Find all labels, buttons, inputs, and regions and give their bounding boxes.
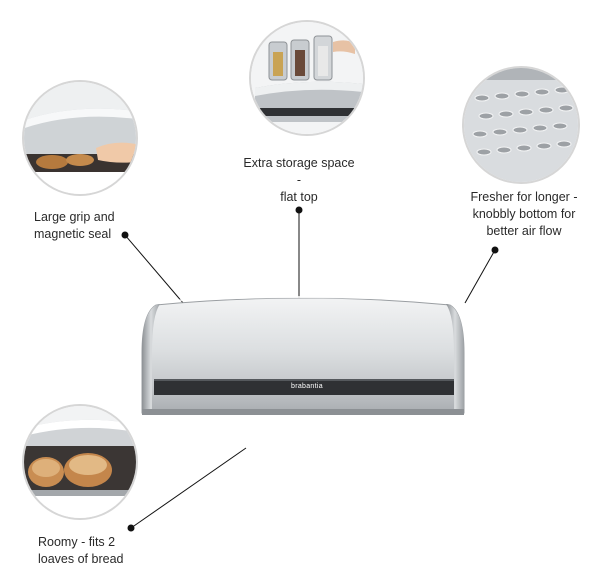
callout-flat-top: Extra storage space - flat top: [243, 155, 355, 206]
leader-dot-grip: [121, 231, 129, 239]
callout-bottom-line-3: better air flow: [486, 224, 562, 238]
callout-grip: Large grip and magnetic seal: [34, 209, 115, 243]
callout-bottom-line-2: knobbly bottom for: [472, 207, 576, 221]
leader-dot-bottom: [491, 246, 499, 254]
leader-line-bottom: [464, 249, 496, 304]
callout-flat-top-line-1: Extra storage space -: [243, 156, 355, 187]
detail-circle-bottom: [462, 66, 580, 184]
callout-roomy: Roomy - fits 2 loaves of bread: [38, 534, 123, 568]
detail-circle-flat-top: [249, 20, 365, 136]
leader-dot-flat-top: [295, 206, 303, 214]
callout-roomy-line-2: loaves of bread: [38, 552, 124, 566]
detail-circle-grip: [22, 80, 138, 196]
leader-dot-roomy: [127, 524, 135, 532]
callout-flat-top-line-2: flat top: [280, 190, 318, 204]
callout-bottom: Fresher for longer - knobbly bottom for …: [454, 189, 594, 240]
leader-line-roomy: [130, 447, 247, 529]
callout-roomy-line-1: Roomy - fits 2: [38, 535, 116, 549]
detail-circle-roomy: [22, 404, 138, 520]
callout-bottom-line-1: Fresher for longer -: [470, 190, 578, 204]
callout-grip-line-2: magnetic seal: [34, 227, 112, 241]
bread-bin-image: [141, 296, 465, 415]
brand-logo: brabantia: [291, 383, 323, 390]
callout-grip-line-1: Large grip and: [34, 210, 115, 224]
